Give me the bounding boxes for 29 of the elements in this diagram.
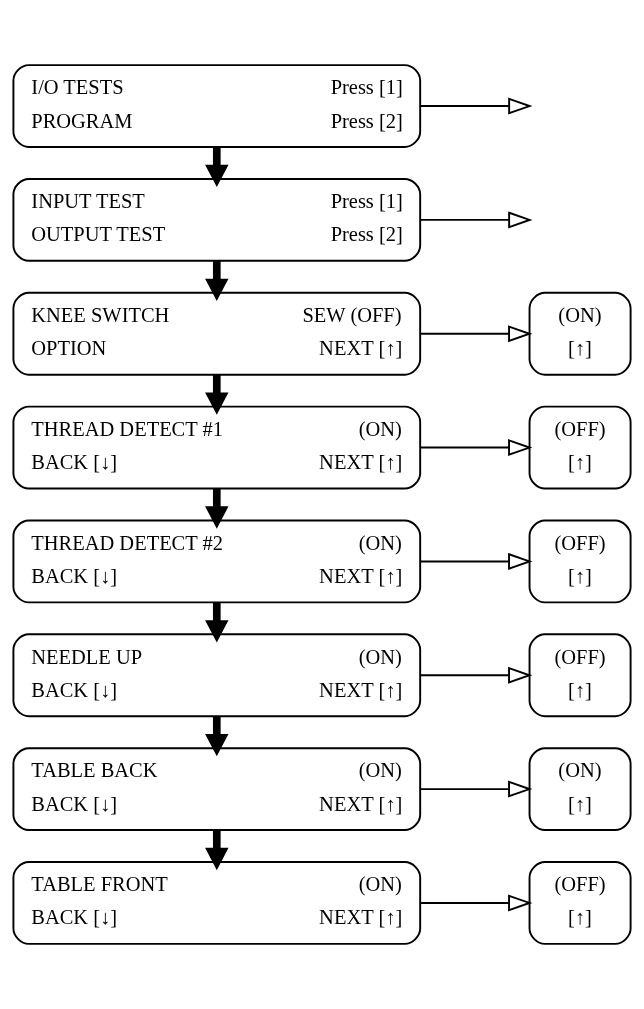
arrow bbox=[419, 97, 533, 115]
node-box: (OFF) [↑] bbox=[528, 861, 632, 945]
arrow bbox=[205, 261, 229, 301]
arrow bbox=[205, 147, 229, 188]
arrow bbox=[419, 780, 533, 798]
node-box: TABLE BACK (ON) BACK [↓] NEXT [↑] bbox=[12, 747, 422, 831]
node-box: INPUT TEST Press [1] OUTPUT TEST Press [2] bbox=[12, 178, 422, 262]
node-box: TABLE FRONT (ON) BACK [↓] NEXT [↑] bbox=[12, 861, 422, 945]
node-box: NEEDLE UP (ON) BACK [↓] NEXT [↑] bbox=[12, 633, 422, 718]
node-box: (ON) [↑] bbox=[528, 291, 632, 376]
node-box: I/O TESTS Press [1] PROGRAM Press [2] bbox=[12, 64, 422, 148]
arrow bbox=[205, 716, 229, 757]
arrow bbox=[419, 325, 533, 343]
arrow bbox=[205, 374, 229, 415]
arrow bbox=[205, 830, 229, 871]
node-box: THREAD DETECT #2 (ON) BACK [↓] NEXT [↑] bbox=[12, 519, 422, 604]
arrow bbox=[419, 666, 533, 684]
arrow bbox=[205, 488, 229, 529]
arrow bbox=[205, 602, 229, 643]
arrow bbox=[419, 439, 533, 457]
node-box: KNEE SWITCH SEW (OFF) OPTION NEXT [↑] bbox=[12, 291, 422, 376]
node-box: (OFF) [↑] bbox=[528, 633, 632, 718]
arrow bbox=[419, 211, 533, 229]
node-box: (OFF) [↑] bbox=[528, 405, 632, 490]
arrow bbox=[419, 552, 533, 570]
node-box: THREAD DETECT #1 (ON) BACK [↓] NEXT [↑] bbox=[12, 405, 422, 490]
node-box: (OFF) [↑] bbox=[528, 519, 632, 604]
node-box: (ON) [↑] bbox=[528, 747, 632, 831]
arrow bbox=[419, 894, 533, 912]
